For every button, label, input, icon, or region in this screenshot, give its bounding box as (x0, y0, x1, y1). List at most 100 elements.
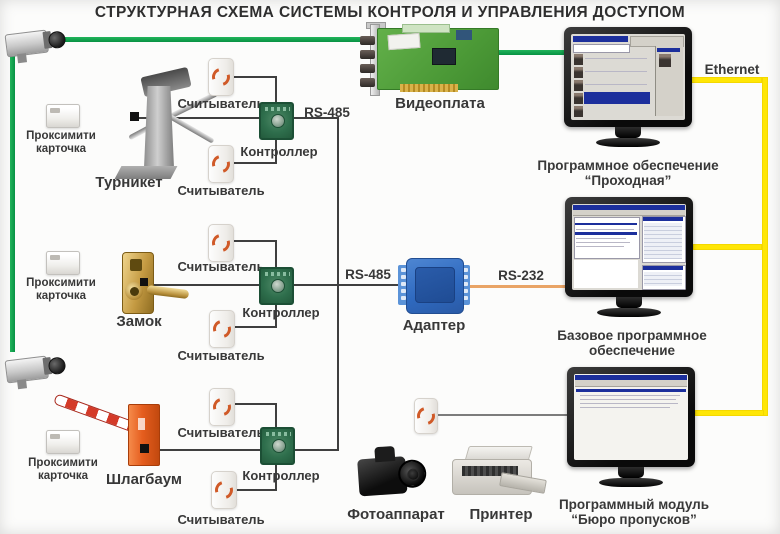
reader-ring-icon (209, 394, 235, 420)
proximity-card-1 (46, 104, 80, 128)
wire-turnstile-controller (136, 117, 259, 119)
person-photo-thumb (574, 54, 583, 65)
wire-reader4-h (233, 326, 277, 328)
adapter-terminal-left (398, 265, 408, 305)
wire-controller2-adapter (294, 284, 398, 286)
reader-ring-icon (208, 230, 234, 256)
lock-label: Замок (116, 313, 162, 330)
workstation-base-monitor (565, 197, 693, 317)
monitor-bezel (565, 197, 693, 297)
wire-reader7-monitor3 (437, 414, 568, 416)
camera-mount (16, 379, 28, 390)
controller-3-label: Контроллер (242, 468, 320, 483)
wire-lock-controller (146, 284, 259, 286)
wire-reader1-h (232, 76, 277, 78)
reader-1-label: Считыватель (177, 96, 265, 111)
rs485-label-mid: RS-485 (345, 267, 391, 282)
adapter-label: Адаптер (402, 317, 466, 334)
printer-slot (462, 466, 518, 476)
wire-reader2-h (232, 162, 277, 164)
printer-device (452, 446, 548, 502)
monitor-base (599, 478, 663, 487)
reader-3 (208, 224, 234, 262)
reader-5 (209, 388, 235, 426)
rs232-line (468, 285, 567, 288)
reader-2 (208, 145, 234, 183)
barrier-sticker (138, 418, 145, 430)
monitor-screen (572, 204, 686, 290)
video-board-label: Видеоплата (395, 95, 485, 112)
wire-reader5-h (233, 403, 277, 405)
wire-reader4-v (275, 305, 277, 328)
video-cable-camera1-to-board (54, 37, 376, 42)
proximity-card-2-label: Проксимити карточка (26, 277, 96, 302)
ethernet-label: Ethernet (704, 62, 760, 77)
board-chip-small (456, 30, 472, 40)
board-memory-slot (402, 24, 450, 33)
monitor-neck (616, 297, 642, 308)
lock-keypad (130, 259, 142, 271)
table-row (580, 403, 678, 404)
photocam-viewfinder (374, 445, 396, 463)
right-panel-bottom-header (643, 266, 683, 270)
diagram-title: СТРУКТУРНАЯ СХЕМА СИСТЕМЫ КОНТРОЛЯ И УПР… (94, 4, 686, 21)
lock-wire-terminal (140, 278, 148, 286)
wire-reader6-v (275, 464, 277, 491)
controller-2 (259, 267, 294, 305)
adapter-terminal-right (460, 265, 470, 305)
controller-2-label: Контроллер (242, 305, 320, 320)
list-row (585, 71, 647, 72)
monitor-neck (618, 467, 644, 478)
controller-3 (260, 427, 295, 465)
reader-4-label: Считыватель (177, 348, 265, 363)
photo-camera-label: Фотоаппарат (347, 506, 445, 523)
rs485-label-top: RS-485 (304, 105, 350, 120)
person-photo-thumb (574, 80, 583, 91)
monitor-base (596, 138, 660, 147)
reader-3-label: Считыватель (177, 259, 265, 274)
reader-ring-icon (209, 316, 235, 342)
barrier-gate-device (48, 386, 166, 470)
table-row (576, 229, 634, 230)
reader-ring-icon (413, 403, 439, 429)
proximity-card-1-label: Проксимити карточка (26, 130, 96, 155)
reader-7-pass-bureau (413, 398, 439, 434)
ethernet-line-monitor2-stub (693, 244, 762, 250)
wire-barrier-controller (149, 449, 260, 451)
app-toolbar (575, 380, 687, 387)
person-photo-thumb (574, 67, 583, 78)
reader-1 (208, 58, 234, 96)
monitor-base (597, 308, 661, 317)
reader-4 (209, 310, 235, 348)
wire-reader5-v (275, 403, 277, 429)
printer-label: Принтер (469, 506, 533, 523)
rs485-rs232-adapter (398, 258, 470, 314)
table-row (580, 399, 676, 400)
turnstile-label: Турникет (95, 174, 163, 191)
turnstile-device (112, 66, 222, 182)
turnstile-arm (168, 114, 215, 144)
reader-ring-icon (208, 64, 234, 90)
list-row (585, 84, 647, 85)
monitor-neck (615, 127, 641, 138)
ethernet-line-top (690, 77, 762, 83)
controller-1 (259, 102, 294, 140)
wire-reader3-h (232, 240, 277, 242)
controller-1-label: Контроллер (240, 144, 318, 159)
table-header-rule (576, 389, 686, 392)
proximity-card-3-label: Проксимити карточка (28, 457, 98, 482)
table-row (576, 238, 626, 239)
app-field (573, 44, 630, 53)
rs232-label: RS-232 (498, 268, 544, 283)
right-panel-top-header (643, 217, 683, 221)
table-row (580, 395, 680, 396)
bnc-connector (360, 50, 375, 59)
cctv-camera-1 (4, 21, 67, 70)
table-selected-row (575, 232, 637, 235)
wire-controller1-bus (294, 117, 337, 119)
door-lock-device (120, 252, 192, 316)
left-table-header-rule (575, 223, 637, 225)
board-sticker (387, 32, 421, 51)
right-panel-bottom-rows (644, 272, 682, 286)
barrier-wire-terminal (140, 444, 149, 453)
